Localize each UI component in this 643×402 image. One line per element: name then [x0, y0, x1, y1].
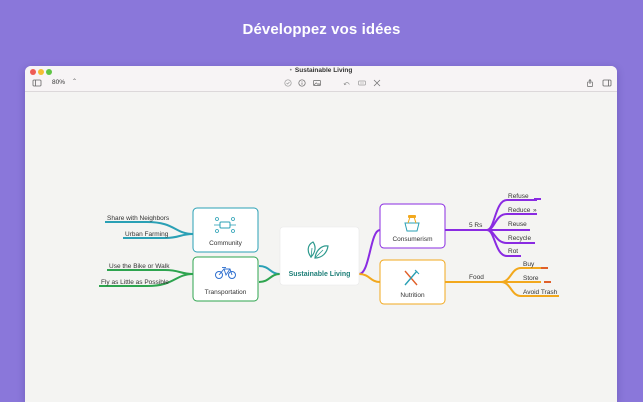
rot-label[interactable]: Rot [508, 248, 518, 255]
mindmap-canvas[interactable]: Community Share with Neighbors Urban Far… [25, 92, 617, 402]
recycle-label[interactable]: Recycle [508, 235, 532, 242]
share-with-neighbors-label[interactable]: Share with Neighbors [107, 215, 170, 222]
avoid-trash-label[interactable]: Avoid Trash [523, 289, 558, 296]
consumerism-label: Consumerism [392, 236, 432, 243]
app-window: •Sustainable Living 80% ⌃ [25, 66, 617, 402]
branch-transportation[interactable]: Transportation Use the Bike or Walk Fly … [99, 256, 281, 302]
community-node[interactable] [192, 207, 259, 253]
community-label: Community [209, 240, 243, 247]
basket-icon [404, 215, 420, 232]
close-window-button[interactable] [30, 69, 36, 75]
store-marker [544, 281, 551, 283]
document-title-text: Sustainable Living [294, 67, 353, 74]
headline: Développez vos idées [242, 21, 401, 38]
zoom-stepper-icon[interactable]: ⌃ [72, 79, 78, 85]
bicycle-icon [215, 267, 236, 279]
reuse-label[interactable]: Reuse [508, 221, 527, 228]
branch-community[interactable]: Community Share with Neighbors Urban Far… [105, 207, 281, 275]
use-the-bike-or-walk-label[interactable]: Use the Bike or Walk [109, 263, 170, 270]
nutrition-node[interactable] [379, 259, 446, 305]
nutrition-label: Nutrition [400, 292, 425, 299]
zoom-level[interactable]: 80% [52, 79, 66, 86]
food-label[interactable]: Food [469, 274, 484, 281]
zoom-window-button[interactable] [46, 69, 52, 75]
image-icon[interactable] [312, 78, 322, 88]
sidebar-icon[interactable] [32, 78, 42, 88]
undo-icon[interactable] [342, 78, 352, 88]
keyboard-icon[interactable] [357, 78, 367, 88]
collapse-chevron-icon[interactable]: » [533, 207, 537, 214]
info-circle-icon[interactable] [297, 78, 307, 88]
utensils-icon [404, 269, 420, 286]
fly-as-little-as-possible-label[interactable]: Fly as Little as Possible [101, 279, 169, 286]
leaf-icon [307, 241, 329, 259]
consumerism-node[interactable] [379, 203, 446, 249]
refuse-marker [534, 198, 541, 200]
share-icon[interactable] [585, 78, 595, 88]
branch-nutrition[interactable]: Nutrition Food Buy Store Avoid Trash [358, 259, 559, 305]
check-circle-icon[interactable] [283, 78, 293, 88]
minimize-window-button[interactable] [38, 69, 44, 75]
center-node[interactable]: Sustainable Living [279, 226, 360, 286]
buy-label[interactable]: Buy [523, 261, 535, 268]
branch-consumerism[interactable]: Consumerism 5 Rs Refuse Reduce » Reuse R… [358, 193, 541, 275]
focus-icon[interactable] [372, 78, 382, 88]
urban-farming-label[interactable]: Urban Farming [125, 231, 169, 238]
network-icon [214, 217, 236, 233]
five-rs-label[interactable]: 5 Rs [469, 222, 483, 229]
document-title: •Sustainable Living [25, 67, 617, 74]
inspector-icon[interactable] [602, 78, 612, 88]
transportation-node[interactable] [192, 256, 259, 302]
titlebar: •Sustainable Living 80% ⌃ [25, 66, 617, 92]
buy-marker [541, 267, 548, 269]
refuse-label[interactable]: Refuse [508, 193, 529, 200]
store-label[interactable]: Store [523, 275, 539, 282]
center-label: Sustainable Living [289, 271, 351, 278]
transportation-label: Transportation [205, 289, 247, 296]
reduce-label[interactable]: Reduce [508, 207, 531, 214]
document-icon: • [289, 67, 292, 74]
